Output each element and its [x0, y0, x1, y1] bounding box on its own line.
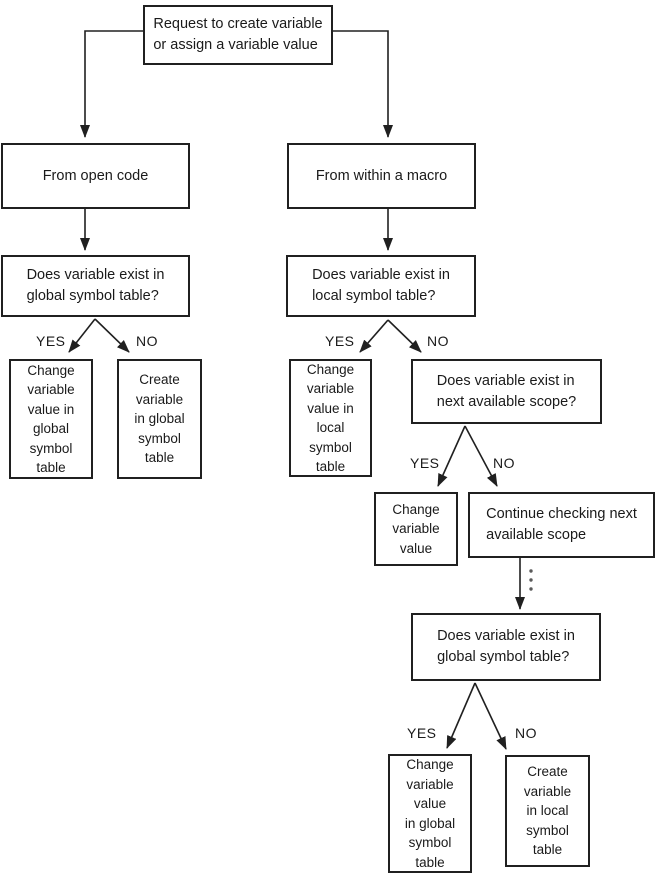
node-exists-next-scope: Does variable exist in next available sc… — [411, 359, 602, 424]
branch-label-yes-global: YES — [407, 725, 437, 741]
branch-label-no-global: NO — [515, 725, 537, 741]
node-from-within-macro: From within a macro — [287, 143, 476, 209]
node-exists-global-macro-label: Does variable exist in global symbol tab… — [437, 628, 575, 665]
node-exists-local: Does variable exist in local symbol tabl… — [286, 255, 476, 317]
node-exists-local-label: Does variable exist in local symbol tabl… — [312, 267, 450, 304]
node-change-value: Change variable value — [374, 492, 458, 566]
node-change-local: Change variable value in local symbol ta… — [289, 359, 372, 477]
node-continue-checking-label: Continue checking next available scope — [486, 506, 637, 543]
node-change-global-macro: Change variable value in global symbol t… — [388, 754, 472, 873]
node-request: Request to create variable or assign a v… — [143, 5, 333, 65]
node-exists-next-scope-label: Does variable exist in next available sc… — [436, 372, 577, 410]
node-request-label: Request to create variable or assign a v… — [153, 16, 323, 53]
node-create-global-open-label: Create variable in global symbol table — [134, 372, 185, 466]
node-change-global-open: Change variable value in global symbol t… — [9, 359, 93, 479]
node-exists-global-open: Does variable exist in global symbol tab… — [1, 255, 190, 317]
node-create-global-open: Create variable in global symbol table — [117, 359, 202, 479]
node-continue-checking: Continue checking next available scope — [468, 492, 655, 558]
node-create-local: Create variable in local symbol table — [505, 755, 590, 867]
branch-label-yes-open: YES — [36, 333, 66, 349]
node-create-local-label: Create variable in local symbol table — [523, 764, 572, 858]
node-change-value-label: Change variable value — [392, 501, 440, 556]
vertical-ellipsis-icon — [529, 569, 533, 591]
node-from-within-macro-label: From within a macro — [315, 168, 448, 184]
branch-label-no-scope: NO — [493, 455, 515, 471]
node-exists-global-macro: Does variable exist in global symbol tab… — [411, 613, 601, 681]
branch-label-yes-scope: YES — [410, 455, 440, 471]
node-from-open-code-label: From open code — [42, 168, 149, 184]
branch-label-yes-local: YES — [325, 333, 355, 349]
branch-label-no-open: NO — [136, 333, 158, 349]
node-exists-global-open-label: Does variable exist in global symbol tab… — [26, 267, 165, 304]
node-change-local-label: Change variable value in local symbol ta… — [306, 361, 355, 475]
branch-label-no-local: NO — [427, 333, 449, 349]
node-change-global-open-label: Change variable value in global symbol t… — [27, 362, 75, 476]
node-change-global-macro-label: Change variable value in global symbol t… — [404, 757, 456, 870]
node-from-open-code: From open code — [1, 143, 190, 209]
